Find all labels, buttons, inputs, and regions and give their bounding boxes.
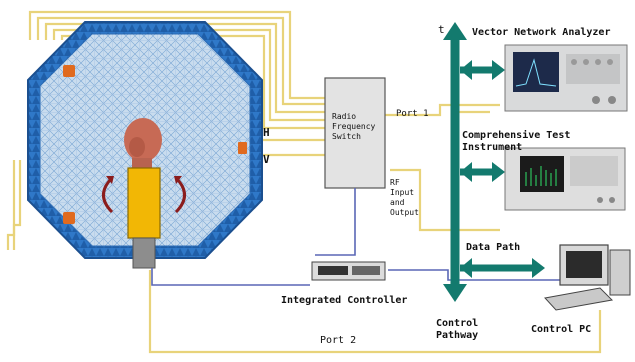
controller-label: Integrated Controller bbox=[281, 295, 408, 306]
device-under-test bbox=[127, 167, 161, 269]
control-cable bbox=[151, 188, 600, 286]
data-path-label: Data Path bbox=[466, 242, 521, 253]
integrated-controller-device bbox=[311, 261, 386, 281]
rf-switch-box bbox=[324, 77, 386, 189]
control-pc bbox=[544, 244, 631, 311]
rf-io-label: RF Input and Output bbox=[390, 178, 419, 217]
cti-label: Comprehensive Test Instrument bbox=[462, 130, 571, 153]
probe-marker bbox=[63, 65, 75, 77]
comprehensive-test-instrument bbox=[504, 147, 626, 211]
probe-marker bbox=[238, 142, 247, 154]
vector-network-analyzer bbox=[504, 44, 628, 112]
green-bus bbox=[443, 22, 545, 302]
polarization-v-label: V bbox=[263, 153, 270, 166]
port2-label: Port 2 bbox=[320, 335, 357, 346]
axis-mark-label: t bbox=[438, 23, 445, 36]
vna-label: Vector Network Analyzer bbox=[472, 27, 611, 38]
port1-label: Port 1 bbox=[396, 109, 429, 119]
rf-switch-label: Radio Frequency Switch bbox=[332, 112, 376, 141]
rf-cable-bundle bbox=[6, 10, 602, 354]
rotation-arrows bbox=[102, 176, 186, 214]
control-pathway-label: Control Pathway bbox=[436, 318, 479, 341]
probe-marker bbox=[63, 212, 75, 224]
control-pc-label: Control PC bbox=[531, 324, 592, 335]
phantom-head bbox=[124, 118, 162, 170]
polarization-h-label: H bbox=[263, 126, 270, 139]
